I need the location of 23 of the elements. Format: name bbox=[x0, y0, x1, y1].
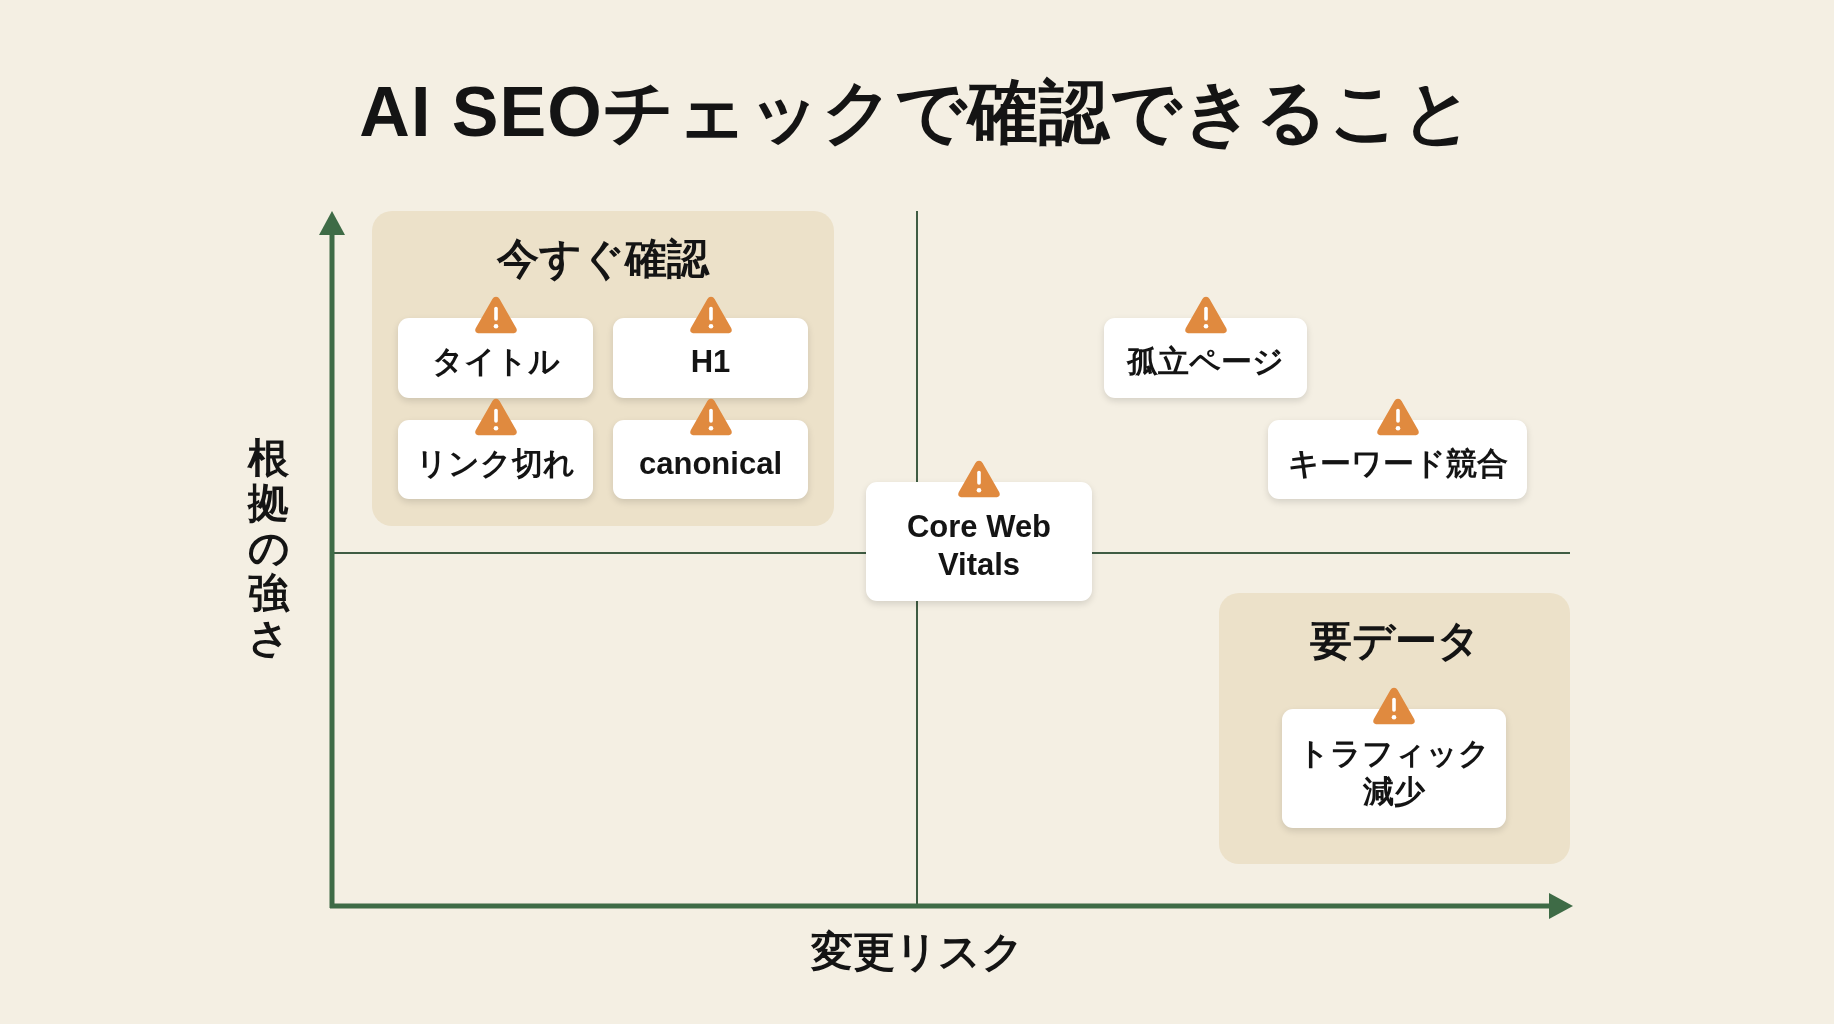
card-label: キーワード競合 bbox=[1287, 444, 1508, 483]
card-label: リンク切れ bbox=[416, 444, 575, 483]
item-card bbox=[1268, 420, 1527, 499]
card-label: タイトル bbox=[431, 343, 560, 381]
item-card bbox=[1282, 709, 1506, 828]
card-label: 孤立ページ bbox=[1127, 343, 1284, 381]
diagram-title: AI SEOチェックで確認できること bbox=[359, 72, 1475, 153]
item-card bbox=[613, 420, 808, 499]
card-label: トラフィック減少 bbox=[1297, 734, 1491, 811]
item-card bbox=[1104, 318, 1307, 398]
quadrant-panel bbox=[372, 211, 834, 526]
item-card bbox=[398, 318, 593, 398]
card-label: Core Web Vitals bbox=[905, 507, 1053, 584]
panel-heading: 要データ bbox=[1309, 616, 1480, 666]
item-card bbox=[866, 482, 1092, 601]
item-card bbox=[613, 318, 808, 398]
card-label: canonical bbox=[639, 444, 782, 483]
axis-title: 変更リスク bbox=[810, 927, 1024, 977]
item-card bbox=[398, 420, 593, 499]
axis-title: 根拠の強さ bbox=[248, 436, 289, 662]
quadrant-panel bbox=[1219, 593, 1570, 864]
panel-heading: 今すぐ確認 bbox=[497, 234, 709, 284]
card-label: H1 bbox=[690, 343, 731, 381]
